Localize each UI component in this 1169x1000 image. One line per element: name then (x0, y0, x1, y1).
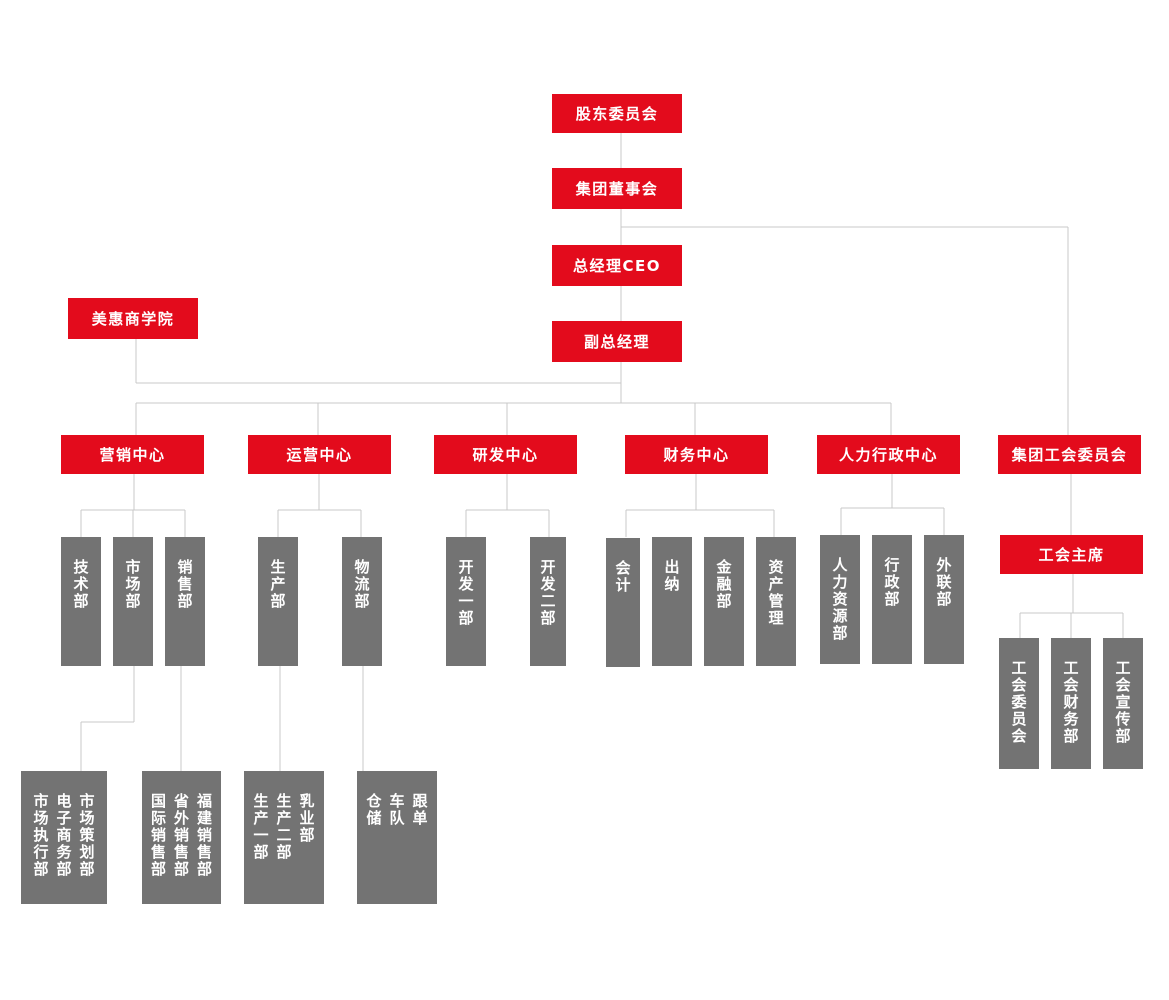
node-finance-center: 财务中心 (625, 435, 768, 474)
dept-union-publicity: 工会宣传部 (1103, 638, 1143, 769)
dept-dev1: 开发一部 (446, 537, 486, 666)
dept-label: 资产管理 (768, 558, 784, 627)
dept-label: 人力资源部 (832, 556, 848, 642)
subdept-label: 跟单 (412, 792, 428, 827)
dept-label: 出纳 (664, 558, 680, 593)
dept-label: 外联部 (936, 556, 952, 608)
subdept-sales-group: 国际销售部 省外销售部 福建销售部 (142, 771, 221, 904)
subdept-label: 乳业部 (299, 792, 315, 844)
dept-label: 开发一部 (458, 558, 474, 627)
dept-label: 行政部 (884, 556, 900, 608)
dept-asset-mgmt: 资产管理 (756, 537, 796, 666)
dept-label: 物流部 (354, 558, 370, 610)
node-marketing-center: 营销中心 (61, 435, 204, 474)
subdept-label: 市场执行部 (33, 792, 49, 878)
subdept-label: 电子商务部 (56, 792, 72, 878)
dept-production: 生产部 (258, 537, 298, 666)
node-union: 集团工会委员会 (998, 435, 1141, 474)
dept-dev2: 开发二部 (530, 537, 566, 666)
subdept-label: 仓储 (366, 792, 382, 827)
dept-label: 会计 (615, 559, 631, 594)
dept-label: 金融部 (716, 558, 732, 610)
dept-union-finance: 工会财务部 (1051, 638, 1091, 769)
dept-banking: 金融部 (704, 537, 744, 666)
subdept-label: 生产一部 (253, 792, 269, 861)
subdept-label: 福建销售部 (196, 792, 212, 878)
subdept-label: 市场策划部 (79, 792, 95, 878)
dept-label: 开发二部 (540, 558, 556, 627)
dept-market: 市场部 (113, 537, 153, 666)
node-board: 集团董事会 (552, 168, 682, 209)
dept-liaison: 外联部 (924, 535, 964, 664)
node-union-chair: 工会主席 (1000, 535, 1143, 574)
node-operations-center: 运营中心 (248, 435, 391, 474)
dept-admin: 行政部 (872, 535, 912, 664)
dept-logistics: 物流部 (342, 537, 382, 666)
dept-accounting: 会计 (606, 538, 640, 667)
node-hr-admin-center: 人力行政中心 (817, 435, 960, 474)
dept-tech: 技术部 (61, 537, 101, 666)
node-ceo: 总经理CEO (552, 245, 682, 286)
node-academy: 美惠商学院 (68, 298, 198, 339)
dept-cashier: 出纳 (652, 537, 692, 666)
dept-label: 销售部 (177, 558, 193, 610)
dept-label: 工会宣传部 (1115, 659, 1131, 745)
node-shareholders: 股东委员会 (552, 94, 682, 133)
dept-sales: 销售部 (165, 537, 205, 666)
subdept-label: 国际销售部 (150, 792, 166, 878)
dept-label: 工会委员会 (1011, 659, 1027, 745)
subdept-market-group: 市场执行部 电子商务部 市场策划部 (21, 771, 107, 904)
subdept-label: 省外销售部 (173, 792, 189, 878)
dept-label: 生产部 (270, 558, 286, 610)
dept-label: 技术部 (73, 558, 89, 610)
subdept-label: 车队 (389, 792, 405, 827)
subdept-production-group: 生产一部 生产二部 乳业部 (244, 771, 324, 904)
dept-hr: 人力资源部 (820, 535, 860, 664)
subdept-label: 生产二部 (276, 792, 292, 861)
subdept-logistics-group: 仓储 车队 跟单 (357, 771, 437, 904)
dept-label: 工会财务部 (1063, 659, 1079, 745)
dept-union-committee: 工会委员会 (999, 638, 1039, 769)
dept-label: 市场部 (125, 558, 141, 610)
node-rnd-center: 研发中心 (434, 435, 577, 474)
node-vice-gm: 副总经理 (552, 321, 682, 362)
